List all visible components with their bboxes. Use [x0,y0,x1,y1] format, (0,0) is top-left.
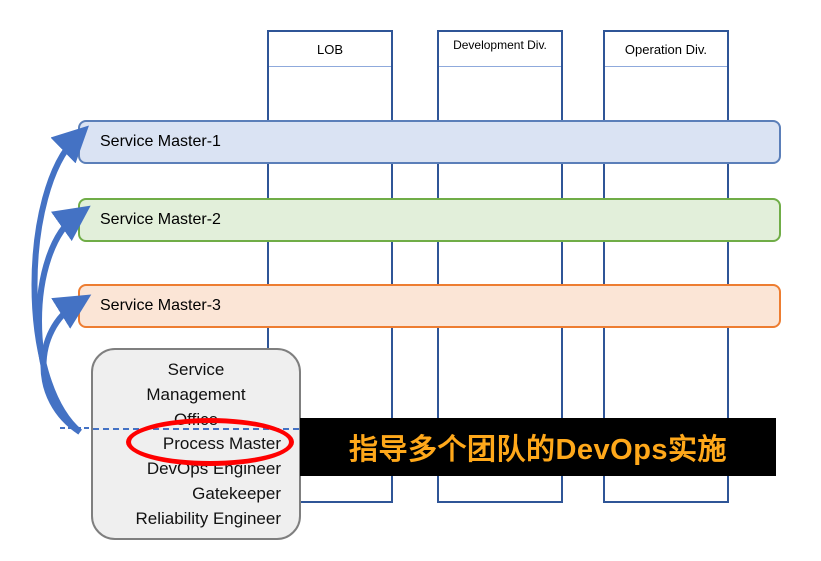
arrow-to-service-master-2 [36,205,91,435]
callout-text: 指导多个团队的DevOps实施 [348,434,728,466]
column-header-lob: LOB [269,32,391,67]
service-master-2-label: Service Master-2 [100,211,221,228]
service-master-3-label: Service Master-3 [100,297,221,314]
column-header-operation: Operation Div. [605,32,727,67]
highlight-ellipse [126,418,294,466]
service-master-3-band: Service Master-3 [78,284,781,328]
role-reliability-engineer: Reliability Engineer [135,509,281,528]
role-gatekeeper: Gatekeeper [192,484,281,503]
smo-title-line-1: Service [167,360,225,379]
column-header-development: Development Div. [439,32,561,67]
callout-box: 指导多个团队的DevOps实施 [300,418,776,476]
service-master-1-label: Service Master-1 [100,133,221,150]
service-master-2-band: Service Master-2 [78,198,781,242]
smo-title-line-2: Management [146,385,246,404]
service-master-1-band: Service Master-1 [78,120,781,164]
arrow-to-service-master-3 [40,294,92,435]
